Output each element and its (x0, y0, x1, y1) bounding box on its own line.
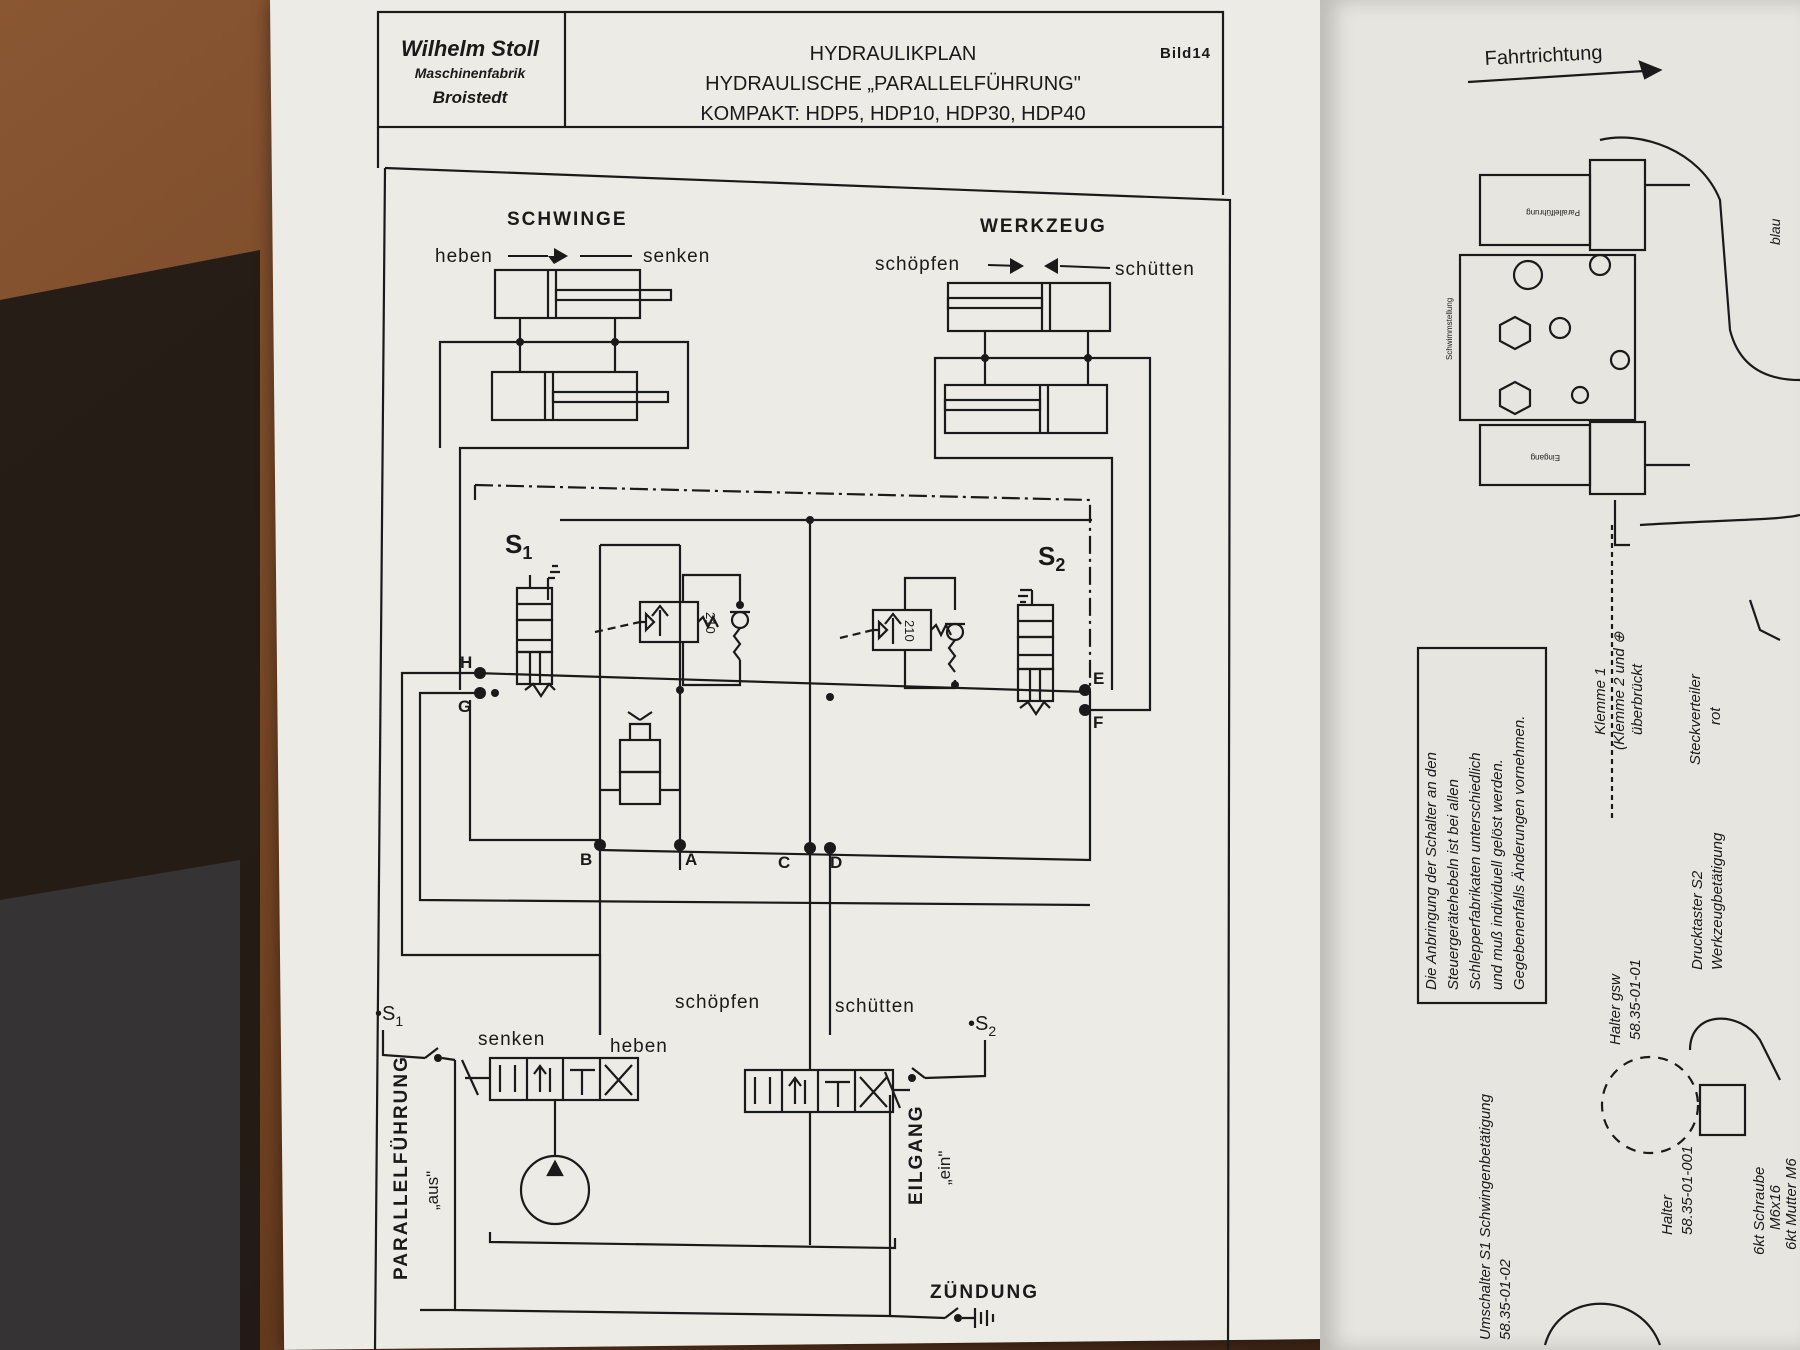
plan-title: HYDRAULIKPLAN (810, 43, 977, 65)
s2-valve-label: S2 (1038, 541, 1065, 575)
valve-schwinge-lower (460, 1056, 640, 1102)
svg-text:Gegebenenfalls Änderungen vorn: Gegebenenfalls Änderungen vornehmen. (1511, 716, 1528, 990)
company-line2: Maschinenfabrik (415, 65, 527, 81)
svg-text:und muß individuell gelöst wer: und muß individuell gelöst werden. (1489, 759, 1506, 990)
right-page (1320, 0, 1800, 1350)
flow-divider (600, 711, 680, 806)
port-h: H (460, 653, 472, 672)
halter-gsw-label: Halter gsw (1607, 973, 1624, 1045)
port-g: G (458, 697, 471, 716)
title-block (376, 10, 1225, 195)
valve-block-outline (473, 483, 1092, 695)
switch-s2-label: •S2 (968, 1013, 996, 1039)
lower-schuetten-label: schütten (835, 996, 915, 1017)
svg-text:Schlepperfabrikaten unterschie: Schlepperfabrikaten unterschiedlich (1467, 752, 1484, 990)
schwinge-heben-label: heben (435, 246, 493, 267)
ein-label: „ein" (935, 1151, 954, 1185)
schwinge-title: SCHWINGE (507, 209, 628, 230)
svg-text:Steuergerätehebeln ist bei all: Steuergerätehebeln ist bei allen (1445, 779, 1462, 990)
aus-label: „aus" (423, 1171, 442, 1210)
rot-label: rot (1707, 707, 1724, 725)
fahrtrichtung-label: Fahrtrichtung (1484, 42, 1603, 70)
junction-dots (434, 338, 1092, 1322)
werkzeug-schoepfen-label: schöpfen (875, 254, 960, 275)
relief-pressure-1: 210 (703, 612, 718, 634)
plan-models: KOMPAKT: HDP5, HDP10, HDP30, HDP40 (700, 103, 1085, 125)
drucktaster-label: Drucktaster S2 (1689, 870, 1706, 970)
port-b: B (580, 850, 592, 869)
valve-werkzeug-lower (743, 1068, 910, 1114)
s2-solenoid-valve (1016, 588, 1055, 716)
relief-pressure-2: 210 (902, 620, 917, 642)
port-e: E (1093, 669, 1104, 688)
company-name: Wilhelm Stoll (401, 36, 540, 61)
eilgang-label: EILGANG (906, 1104, 927, 1205)
port-a: A (685, 850, 697, 869)
port-f: F (1093, 713, 1103, 732)
umschalter-number: 58.35-01-02 (1497, 1258, 1514, 1340)
svg-text:Die Anbringung der Schalter an: Die Anbringung der Schalter an den (1423, 752, 1440, 990)
mutter-label: 6kt Mutter M6 (1783, 1158, 1800, 1250)
plan-subtitle: HYDRAULISCHE „PARALLELFÜHRUNG" (705, 73, 1081, 95)
werkzeugbetaetigung-label: Werkzeugbetätigung (1709, 832, 1726, 970)
blau-label: blau (1767, 218, 1783, 245)
halter2-label: Halter (1659, 1194, 1676, 1235)
s1-solenoid-valve (515, 564, 560, 698)
ueberbrueckt-label: überbrückt (1629, 663, 1646, 735)
s1-valve-label: S1 (505, 529, 532, 563)
lower-senken-label: senken (478, 1029, 545, 1050)
schwimmstellung-label: Schwimmstellung (1445, 298, 1454, 360)
switch-s1-label: •S1 (375, 1003, 403, 1029)
relief-valve-1 (638, 573, 750, 687)
diagram-frame (384, 166, 1232, 1350)
eingang-block-label: Eingang (1531, 453, 1560, 462)
klemme1-label: Klemme 1 (1592, 667, 1609, 735)
lower-heben-label: heben (610, 1036, 668, 1057)
werkzeug-cylinders (933, 281, 1152, 712)
halter-gsw-number: 58.35-01-01 (1627, 959, 1644, 1040)
werkzeug-title: WERKZEUG (980, 216, 1107, 237)
port-c: C (778, 853, 790, 872)
schraube-label: 6kt Schraube (1751, 1167, 1768, 1255)
schwinge-cylinders (438, 268, 690, 690)
schraube-size: M6x16 (1767, 1184, 1784, 1230)
umschalter-label: Umschalter S1 Schwingenbetätigung (1477, 1093, 1494, 1340)
lower-schoepfen-label: schöpfen (675, 992, 760, 1013)
parallelfuehrung-label: PARALLELFÜHRUNG (391, 1055, 412, 1280)
installation-note: Die Anbringung der Schalter an den Steue… (1423, 716, 1528, 990)
relief-valve-2 (871, 576, 965, 690)
steckverteiler-label: Steckverteiler (1687, 673, 1704, 765)
port-d: D (830, 853, 842, 872)
figure-number: Bild14 (1160, 45, 1211, 62)
parallelfuehrung-block-label: Parallelführung (1526, 208, 1580, 217)
klemme2-label: (Klemme 2 und ⊕ (1611, 631, 1628, 750)
halter2-number: 58.35-01-001 (1679, 1146, 1696, 1235)
right-page-block (1416, 136, 1800, 1346)
company-city: Broistedt (433, 88, 509, 107)
schwinge-senken-label: senken (643, 246, 710, 267)
fahrtrichtung-arrow (1467, 68, 1661, 84)
zuendung-label: ZÜNDUNG (930, 1282, 1039, 1303)
werkzeug-schuetten-label: schütten (1115, 259, 1195, 280)
